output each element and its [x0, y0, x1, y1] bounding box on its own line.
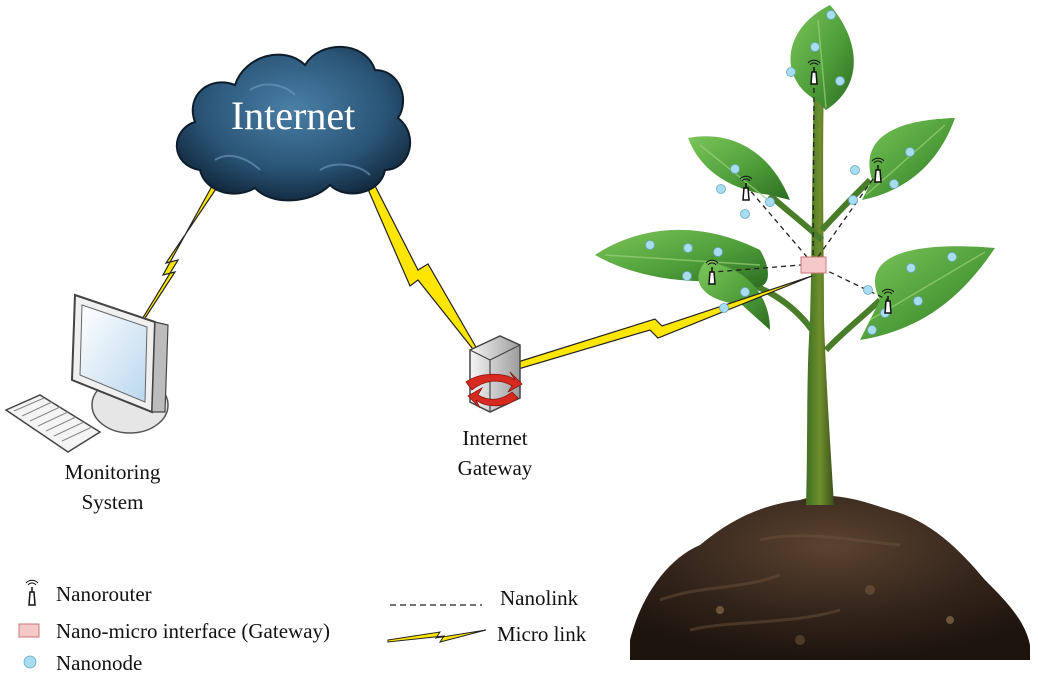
nanonode	[810, 42, 820, 52]
internet-cloud-label: Internet	[230, 93, 356, 138]
legend-interface-label: Nano-micro interface (Gateway)	[56, 619, 331, 643]
nanonode	[826, 10, 836, 20]
leaf-upper-right	[862, 118, 955, 200]
legend-nanonode-label: Nanonode	[56, 651, 143, 675]
plant-leaves	[595, 5, 995, 340]
legend-nanorouter-label: Nanorouter	[56, 582, 152, 606]
gateway-label-line1: Internet	[462, 426, 528, 450]
internet-gateway-server	[465, 335, 523, 413]
internet-cloud	[175, 45, 412, 202]
nanonode	[645, 240, 655, 250]
monitoring-system-label: Monitoring System	[40, 457, 185, 517]
nanonode	[906, 263, 916, 273]
nano-micro-interface	[800, 256, 827, 274]
nanonode	[682, 271, 692, 281]
legend-microlink-bolt	[387, 629, 487, 643]
nanorouter-icon	[739, 175, 753, 201]
nanonode	[848, 195, 858, 205]
legend-nanolink-label: Nanolink	[500, 586, 579, 610]
nanorouters	[705, 59, 895, 314]
nanonode	[740, 287, 750, 297]
nanonode	[913, 296, 923, 306]
nanorouter-icon	[705, 259, 719, 285]
nanonode	[683, 243, 693, 253]
nanonode	[863, 285, 873, 295]
nanonode	[947, 252, 957, 262]
legend-microlink-label: Micro link	[497, 622, 587, 646]
micro-link-internet-gateway	[363, 175, 489, 369]
nanonode	[905, 147, 915, 157]
nanonode	[835, 76, 845, 86]
gateway-label-line2: Gateway	[457, 456, 533, 480]
nanorouter-icon	[871, 157, 885, 183]
monitor-screen	[79, 304, 148, 403]
nanonode	[730, 164, 740, 174]
micro-link-gateway-plant	[504, 275, 813, 373]
nanonode	[786, 67, 796, 77]
leaf-top	[790, 5, 854, 110]
soil-mound	[630, 495, 1030, 660]
nanorouter-icon	[807, 59, 821, 85]
monitoring-label-line1: Monitoring	[64, 460, 161, 484]
gateway-arrow-icon	[465, 371, 523, 393]
nanonode	[740, 209, 750, 219]
nanonode	[867, 325, 877, 335]
keyboard	[4, 394, 102, 453]
nanonode	[765, 197, 775, 207]
legend-nanorouter-icon	[25, 579, 39, 606]
micro-links	[109, 175, 813, 373]
nanonode	[719, 303, 729, 313]
legend-nanonode-dot	[23, 655, 37, 669]
nanonode	[889, 179, 899, 189]
leaf-right	[860, 246, 995, 340]
monitoring-system-computer	[4, 293, 169, 453]
leaf-lower-left	[698, 262, 770, 330]
watermark: CSDN @Turing_321	[900, 667, 1026, 682]
internet-gateway-label: Internet Gateway	[425, 423, 565, 483]
nanorouter-icon	[881, 288, 895, 314]
legend-symbols	[18, 579, 487, 669]
nanonode	[850, 165, 860, 175]
nanonode	[716, 184, 726, 194]
monitoring-label-line2: System	[81, 490, 144, 514]
legend-interface-swatch	[18, 623, 40, 638]
monitor-back	[151, 321, 169, 413]
nanonode	[713, 247, 723, 257]
